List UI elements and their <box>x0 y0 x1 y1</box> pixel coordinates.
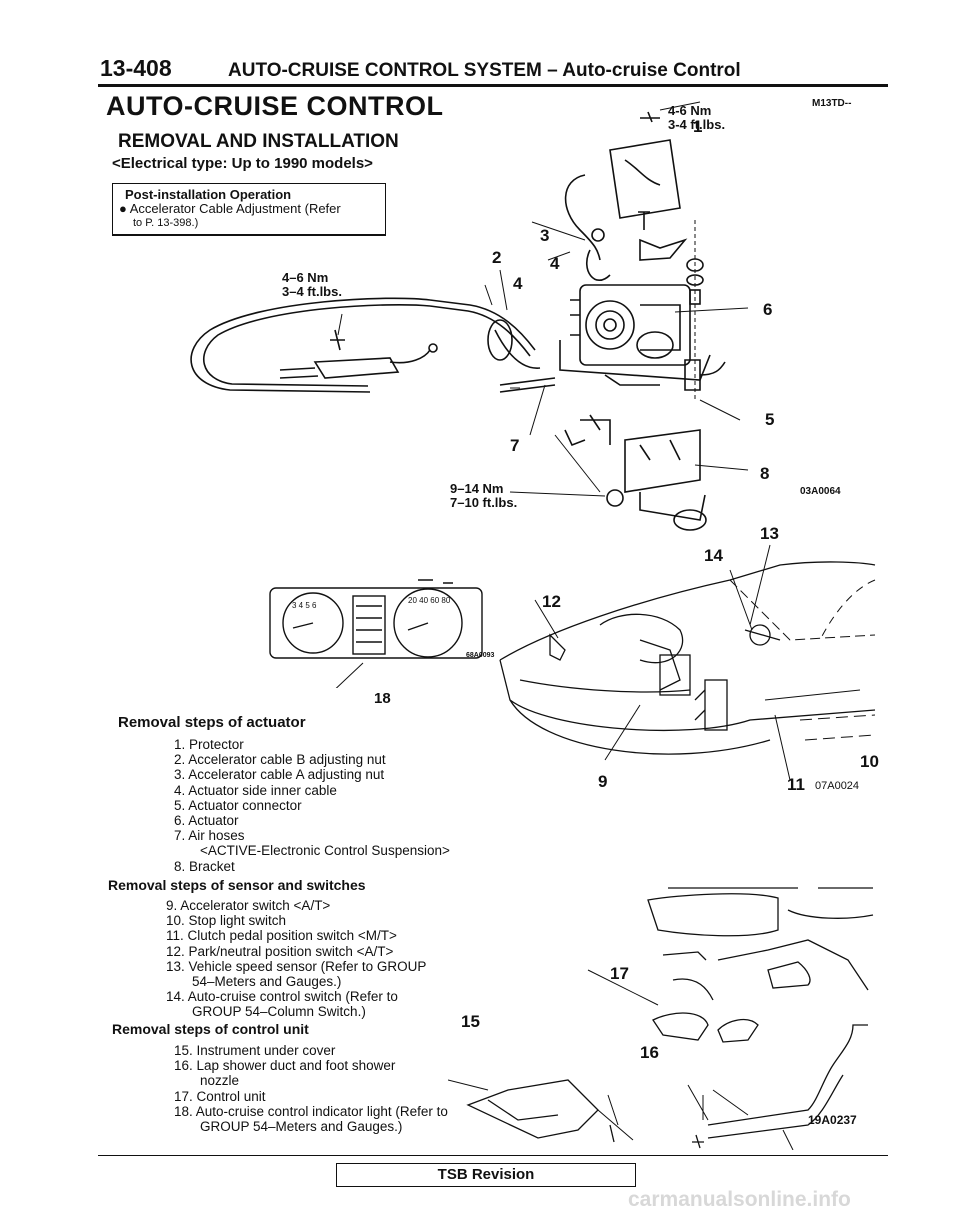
list-item: 7. Air hoses <box>174 828 245 844</box>
list-item: 3. Accelerator cable A adjusting nut <box>174 767 385 783</box>
post-installation-ref: to P. 13-398.) <box>133 217 199 229</box>
list-item: 16. Lap shower duct and foot shower <box>174 1058 396 1074</box>
list-item: 11. Clutch pedal position switch <M/T> <box>166 928 397 944</box>
list-item: 2. Accelerator cable B adjusting nut <box>174 752 386 768</box>
actuator-steps-list: 1. Protector 2. Accelerator cable B adju… <box>174 737 450 874</box>
callout-3: 3 <box>540 226 550 245</box>
callout-12: 12 <box>542 592 561 611</box>
callout-1: 1 <box>693 117 703 136</box>
list-item: 18. Auto-cruise control indicator light … <box>174 1103 448 1119</box>
post-installation-heading: Post-installation Operation <box>125 187 292 202</box>
list-item: GROUP 54–Meters and Gauges.) <box>200 1119 403 1135</box>
list-item: 4. Actuator side inner cable <box>174 782 337 798</box>
list-item: 6. Actuator <box>174 813 239 829</box>
list-item: 14. Auto-cruise control switch (Refer to <box>166 989 398 1005</box>
post-installation-box: Post-installation Operation ● Accelerato… <box>112 183 386 236</box>
actuator-exploded-diagram <box>190 101 749 531</box>
figure-code-vehicle: 07A0024 <box>815 780 860 792</box>
figure-code-control-unit: 19A0237 <box>808 1113 857 1127</box>
callout-4b: 4 <box>513 274 523 293</box>
actuator-steps-heading: Removal steps of actuator <box>118 714 306 731</box>
control-unit-steps-list: 15. Instrument under cover 16. Lap showe… <box>174 1043 448 1134</box>
list-item: GROUP 54–Column Switch.) <box>192 1004 366 1020</box>
callout-4a: 4 <box>550 254 560 273</box>
section-title: AUTO-CRUISE CONTROL SYSTEM – Auto-cruise… <box>228 60 741 81</box>
callout-15: 15 <box>461 1012 480 1031</box>
applicability-note: <Electrical type: Up to 1990 models> <box>112 155 373 172</box>
list-item: <ACTIVE-Electronic Control Suspension> <box>200 843 450 859</box>
callout-5: 5 <box>765 410 775 429</box>
callout-10: 10 <box>860 752 879 771</box>
control-unit-diagram <box>448 887 874 1150</box>
list-item: 12. Park/neutral position switch <A/T> <box>166 943 394 959</box>
figure-code-actuator: 03A0064 <box>800 486 841 497</box>
list-item: 15. Instrument under cover <box>174 1043 336 1058</box>
list-item: 5. Actuator connector <box>174 797 302 813</box>
list-item: 10. Stop light switch <box>166 913 287 929</box>
callout-11: 11 <box>787 775 805 794</box>
callout-2: 2 <box>492 248 502 267</box>
page-title: AUTO-CRUISE CONTROL <box>106 91 444 121</box>
sensor-steps-list: 9. Accelerator switch <A/T> 10. Stop lig… <box>166 898 426 1020</box>
tsb-revision-box: TSB Revision <box>336 1163 636 1187</box>
svg-text:3 4 5 6: 3 4 5 6 <box>292 601 317 610</box>
header-rule <box>98 84 888 87</box>
post-installation-item: ● Accelerator Cable Adjustment (Refer <box>119 201 341 216</box>
list-item: 17. Control unit <box>174 1088 266 1104</box>
callout-18: 18 <box>374 690 391 707</box>
svg-text:20 40 60 80: 20 40 60 80 <box>408 596 451 605</box>
callout-14: 14 <box>704 546 723 565</box>
document-code: M13TD-- <box>812 98 852 109</box>
callout-6: 6 <box>763 300 773 319</box>
page-subtitle: REMOVAL AND INSTALLATION <box>118 131 399 152</box>
list-item: 8. Bracket <box>174 858 235 874</box>
sensor-steps-heading: Removal steps of sensor and switches <box>108 877 366 893</box>
list-item: nozzle <box>200 1073 240 1089</box>
control-unit-steps-heading: Removal steps of control unit <box>112 1021 309 1037</box>
watermark: carmanualsonline.info <box>628 1188 851 1211</box>
callout-13: 13 <box>760 524 779 543</box>
list-item: 1. Protector <box>174 737 244 752</box>
page-number: 13-408 <box>100 55 172 81</box>
vehicle-sensor-location-diagram <box>499 544 876 781</box>
list-item: 9. Accelerator switch <A/T> <box>166 898 331 913</box>
figure-code-cluster: 68A0093 <box>466 652 495 659</box>
callout-7: 7 <box>510 436 520 455</box>
instrument-cluster-diagram: 3 4 5 6 20 40 60 80 <box>269 579 483 688</box>
callout-9: 9 <box>598 772 608 791</box>
callout-8: 8 <box>760 464 770 483</box>
footer-rule <box>98 1155 888 1156</box>
callout-16: 16 <box>640 1043 659 1062</box>
list-item: 13. Vehicle speed sensor (Refer to GROUP <box>166 958 427 974</box>
callout-17: 17 <box>610 964 629 983</box>
list-item: 54–Meters and Gauges.) <box>192 974 342 990</box>
